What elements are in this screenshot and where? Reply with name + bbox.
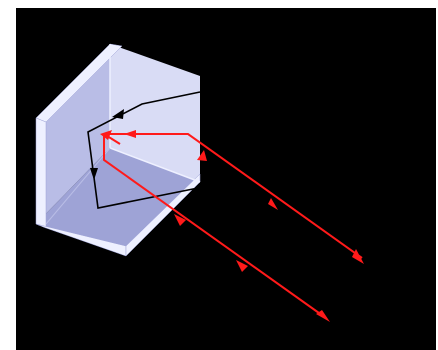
red-beam-arrowhead-4 (124, 130, 136, 138)
reflector-left-face (36, 44, 110, 224)
black-ray-line (87, 91, 201, 209)
red-beam-arrowhead-5 (100, 130, 112, 140)
red-beam-arrowhead-7 (236, 260, 248, 272)
black-ray-path (87, 91, 201, 209)
red-beam-arrowhead-8 (316, 310, 330, 322)
reflector-back-face (110, 44, 200, 182)
black-ray-arrowhead-1 (112, 109, 124, 119)
red-beam (100, 130, 364, 322)
reflector-rim-left (35, 117, 47, 229)
red-beam-arrowhead-2 (268, 198, 278, 210)
red-beam-arrowhead-1 (352, 249, 364, 264)
corner-reflector (35, 43, 201, 257)
black-ray-arrowhead-2 (90, 168, 98, 180)
reflector-inner-edge-left (45, 147, 111, 225)
red-beam-outgoing (103, 134, 327, 319)
red-beam-arrowhead-6 (174, 214, 186, 226)
red-beam-arrowhead-3 (197, 150, 207, 161)
reflector-bottom-face (36, 148, 200, 256)
